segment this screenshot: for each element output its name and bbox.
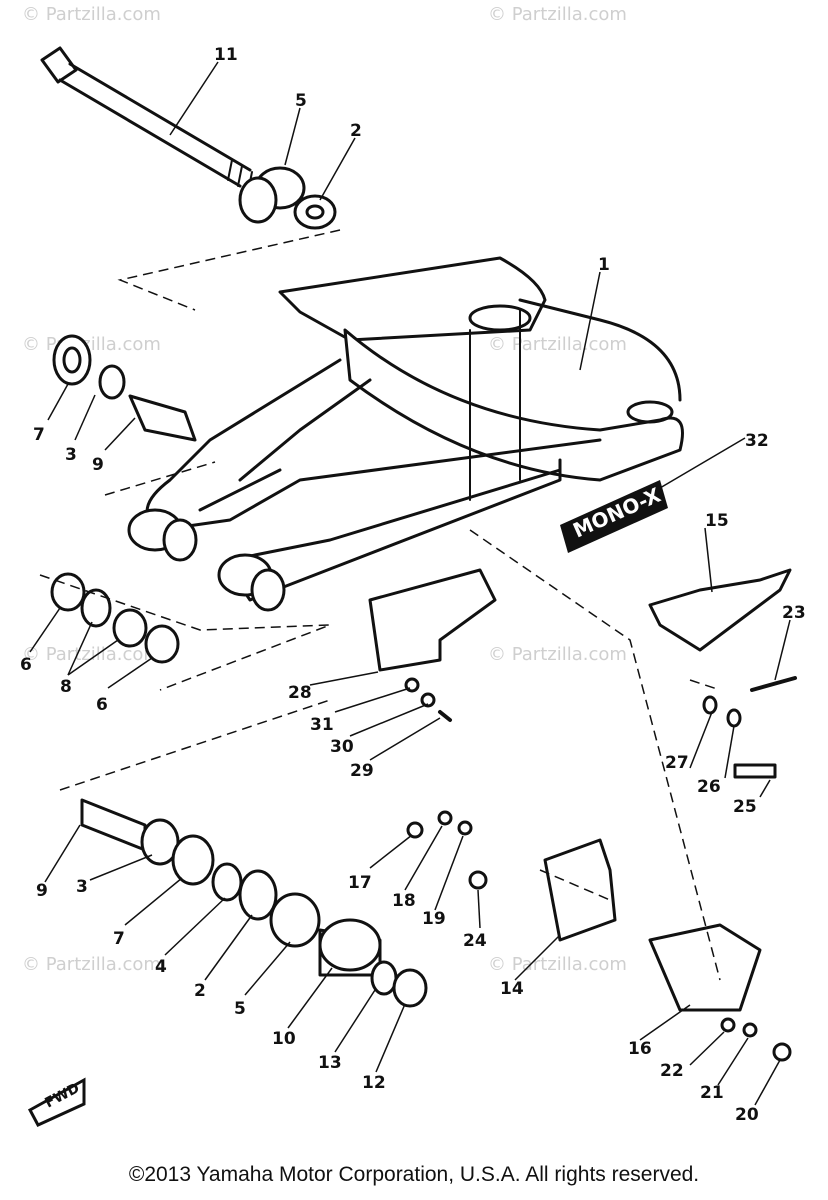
callout-16: 16: [628, 1039, 652, 1059]
callout-32: 32: [745, 431, 769, 451]
fwd-arrow: FWD: [27, 1077, 86, 1127]
callout-31: 31: [310, 715, 334, 735]
callout-27: 27: [665, 753, 689, 773]
callout-4: 4: [155, 957, 167, 977]
callouts: 11 5 2 1 32 15 23 7 3 9 6 8 6 28 31 30 2…: [20, 45, 806, 1125]
callout-1: 1: [598, 255, 610, 275]
callout-17: 17: [348, 873, 372, 893]
watermark: © Partzilla.com: [22, 334, 161, 355]
swing-arm: [127, 256, 684, 612]
assembly-lines: [39, 229, 721, 981]
bearing-stack-upper: [52, 334, 197, 442]
callout-5: 5: [234, 999, 246, 1019]
callout-14: 14: [500, 979, 524, 999]
callout-9: 9: [92, 455, 104, 475]
bearing-stack-middle: [50, 572, 180, 664]
callout-26: 26: [697, 777, 721, 797]
callout-21: 21: [700, 1083, 724, 1103]
chain-guard: [368, 568, 497, 722]
leader-lines: [29, 61, 791, 1106]
callout-13: 13: [318, 1053, 342, 1073]
lower-brackets: [406, 810, 792, 1062]
callout-19: 19: [422, 909, 446, 929]
watermark: © Partzilla.com: [22, 644, 161, 665]
callout-12: 12: [362, 1073, 386, 1093]
callout-2: 2: [350, 121, 362, 141]
callout-30: 30: [330, 737, 354, 757]
callout-6: 6: [96, 695, 108, 715]
pivot-shaft: [40, 46, 253, 193]
callout-6: 6: [20, 655, 32, 675]
watermark: © Partzilla.com: [22, 4, 161, 25]
callout-24: 24: [463, 931, 487, 951]
bearing-stack-lower: [80, 798, 428, 1008]
callout-3: 3: [65, 445, 77, 465]
callout-11: 11: [214, 45, 238, 65]
callout-7: 7: [33, 425, 45, 445]
callout-7: 7: [113, 929, 125, 949]
callout-8: 8: [60, 677, 72, 697]
watermark: © Partzilla.com: [488, 4, 627, 25]
shock-bracket: [648, 568, 797, 779]
callout-20: 20: [735, 1105, 759, 1125]
watermark: © Partzilla.com: [488, 954, 627, 975]
collar-top: [238, 166, 337, 230]
callout-5: 5: [295, 91, 307, 111]
callout-15: 15: [705, 511, 729, 531]
callout-9: 9: [36, 881, 48, 901]
watermark: © Partzilla.com: [488, 334, 627, 355]
watermark: © Partzilla.com: [22, 954, 161, 975]
callout-23: 23: [782, 603, 806, 623]
copyright-notice: ©2013 Yamaha Motor Corporation, U.S.A. A…: [128, 1163, 700, 1186]
watermark: © Partzilla.com: [488, 644, 627, 665]
callout-3: 3: [76, 877, 88, 897]
callout-25: 25: [733, 797, 757, 817]
callout-18: 18: [392, 891, 416, 911]
mono-x-badge: MONO-X: [560, 480, 668, 553]
callout-10: 10: [272, 1029, 296, 1049]
callout-2: 2: [194, 981, 206, 1001]
callout-28: 28: [288, 683, 312, 703]
callout-29: 29: [350, 761, 374, 781]
callout-22: 22: [660, 1061, 684, 1081]
